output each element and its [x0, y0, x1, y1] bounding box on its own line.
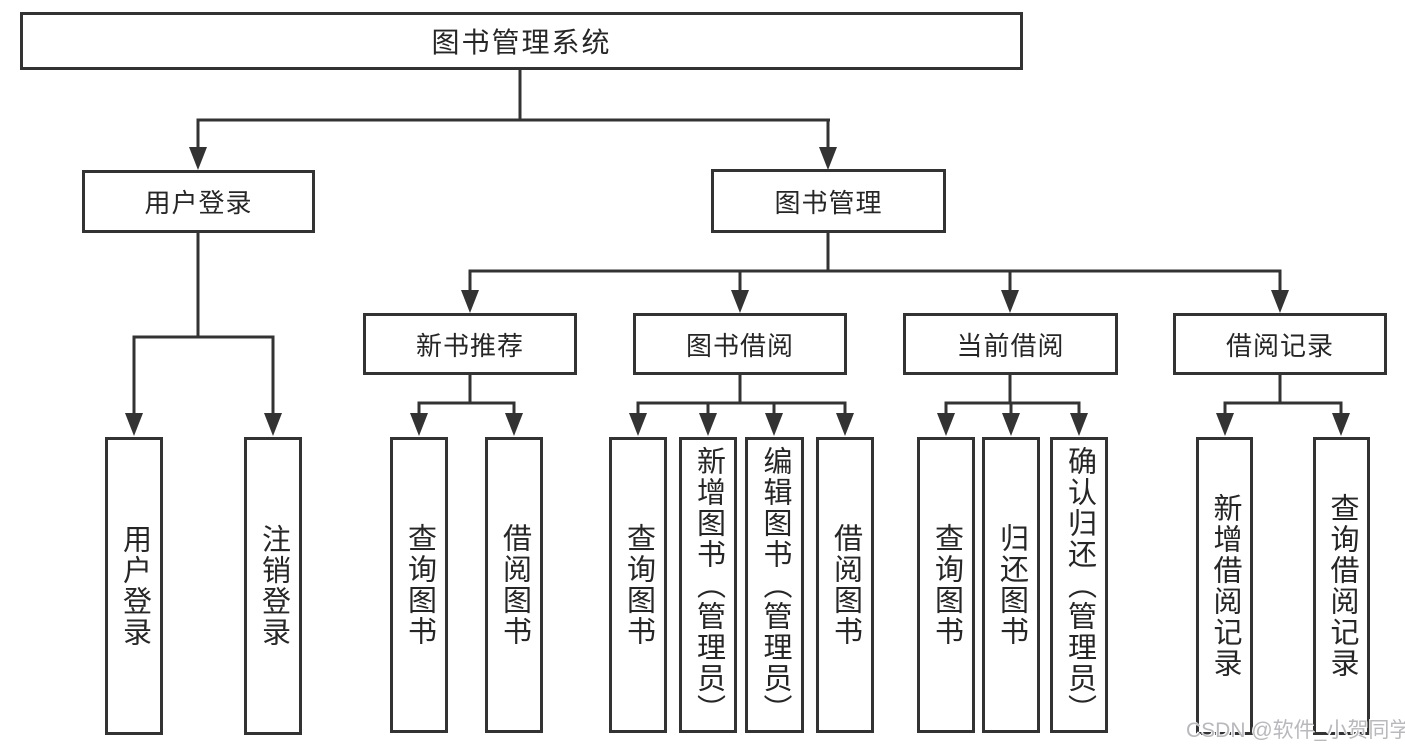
leaf-recommend-query-book: 查询图书 [390, 437, 448, 733]
node-book-borrow-label: 图书借阅 [685, 330, 794, 361]
leaf-current-confirm-return-admin: 确认归还（管理员） [1050, 437, 1108, 733]
node-borrow-record-label: 借阅记录 [1225, 330, 1334, 361]
leaf-record-query-borrow-record-label: 查询借阅记录 [1326, 493, 1358, 679]
leaf-current-return-book-label: 归还图书 [995, 523, 1028, 647]
leaf-recommend-borrow-book: 借阅图书 [485, 437, 543, 733]
leaf-borrow-edit-book-admin: 编辑图书（管理员） [745, 437, 804, 733]
leaf-current-query-book-label: 查询图书 [930, 523, 963, 647]
leaf-borrow-borrow-book: 借阅图书 [816, 437, 874, 733]
node-root: 图书管理系统 [20, 12, 1023, 70]
node-root-label: 图书管理系统 [431, 27, 612, 58]
leaf-logout-label: 注销登录 [257, 524, 290, 648]
leaf-current-query-book: 查询图书 [917, 437, 975, 733]
leaf-recommend-borrow-book-label: 借阅图书 [498, 523, 531, 647]
leaf-recommend-query-book-label: 查询图书 [403, 523, 436, 647]
leaf-user-login-label: 用户登录 [118, 524, 151, 648]
arrowheads [125, 147, 1350, 436]
leaf-logout: 注销登录 [244, 437, 302, 735]
leaf-current-confirm-return-admin-label: 确认归还（管理员） [1063, 445, 1096, 725]
node-new-book-recommend: 新书推荐 [363, 313, 577, 375]
watermark-text: CSDN @软件_小贺同学 [1186, 719, 1405, 742]
leaf-record-add-borrow-record-label: 新增借阅记录 [1209, 493, 1241, 679]
node-user-login: 用户登录 [82, 170, 315, 233]
leaf-record-query-borrow-record: 查询借阅记录 [1313, 437, 1370, 735]
leaf-current-return-book: 归还图书 [982, 437, 1040, 733]
leaf-borrow-query-book: 查询图书 [609, 437, 667, 733]
node-current-borrow: 当前借阅 [903, 313, 1118, 375]
leaf-borrow-edit-book-admin-label: 编辑图书（管理员） [759, 445, 791, 725]
leaf-user-login: 用户登录 [105, 437, 163, 735]
node-book-borrow: 图书借阅 [633, 313, 847, 375]
leaf-borrow-query-book-label: 查询图书 [622, 523, 655, 647]
node-book-management: 图书管理 [711, 169, 946, 233]
node-book-management-label: 图书管理 [774, 187, 883, 218]
node-current-borrow-label: 当前借阅 [956, 330, 1065, 361]
leaf-record-add-borrow-record: 新增借阅记录 [1196, 437, 1253, 735]
node-new-book-recommend-label: 新书推荐 [415, 330, 524, 361]
leaf-borrow-borrow-book-label: 借阅图书 [829, 523, 862, 647]
leaf-borrow-add-book-admin: 新增图书（管理员） [679, 437, 737, 733]
node-user-login-label: 用户登录 [144, 188, 253, 218]
leaf-borrow-add-book-admin-label: 新增图书（管理员） [692, 445, 725, 725]
node-borrow-record: 借阅记录 [1173, 313, 1387, 375]
